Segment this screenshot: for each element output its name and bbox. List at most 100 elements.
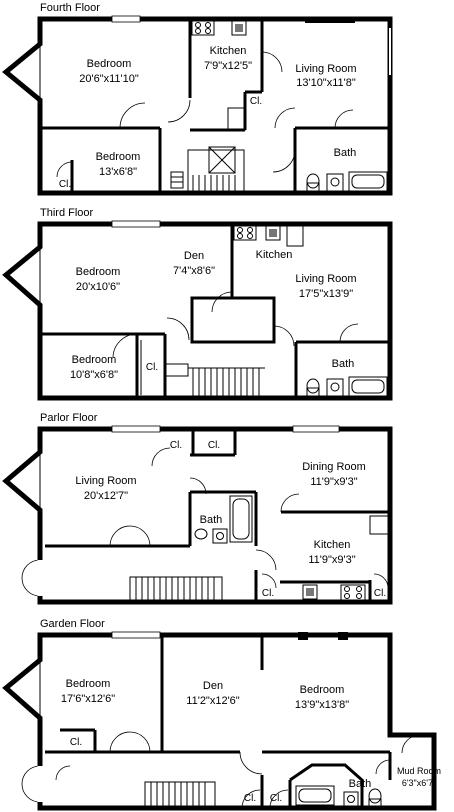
floor-title: Fourth Floor xyxy=(40,2,100,14)
door xyxy=(334,109,354,129)
room-name: Mud Room xyxy=(397,766,441,776)
door xyxy=(255,549,277,571)
room-name: Bedroom xyxy=(66,678,111,690)
sink-icon xyxy=(265,225,281,241)
room-dims: 17'6"x12'6" xyxy=(61,693,115,705)
entry-door xyxy=(21,577,41,597)
room-name: Kitchen xyxy=(210,45,247,57)
room-dims: 17'5"x13'9" xyxy=(299,288,353,300)
window xyxy=(111,425,161,433)
room-dims: 10'8"x6'8" xyxy=(70,369,118,381)
door xyxy=(274,107,296,129)
closet-label: Cl. xyxy=(146,362,158,373)
stair-treads xyxy=(192,175,236,193)
closet-label: Cl. xyxy=(244,793,256,804)
room-name: Bath xyxy=(332,358,355,370)
sink-icon xyxy=(326,173,344,192)
stairs xyxy=(187,149,245,194)
room-name: Bath xyxy=(334,147,357,159)
door xyxy=(189,477,207,495)
stove-icon xyxy=(340,584,366,601)
closet-label: Cl. xyxy=(170,440,182,451)
exterior-wall xyxy=(2,16,393,196)
door xyxy=(280,493,300,513)
closet-label: Cl. xyxy=(59,179,71,190)
closet-label: Cl. xyxy=(262,588,274,599)
room-dims: 7'4"x8'6" xyxy=(173,265,215,277)
room-name: Bedroom xyxy=(72,354,117,366)
door xyxy=(241,789,261,809)
bathtub-icon xyxy=(348,376,388,397)
room-name: Bath xyxy=(200,514,223,526)
sink-icon xyxy=(326,378,344,397)
entry-door xyxy=(21,765,41,785)
room-name: Bath xyxy=(349,778,372,790)
skylight xyxy=(208,146,236,174)
room-name: Kitchen xyxy=(256,249,293,261)
room-name: Bedroom xyxy=(87,58,132,70)
toilet-icon xyxy=(194,528,208,540)
sink-icon xyxy=(302,584,318,600)
closet-label: Cl. xyxy=(374,588,386,599)
door xyxy=(339,323,359,343)
door xyxy=(151,447,171,467)
exterior-wall xyxy=(2,221,393,401)
closet-label: Cl. xyxy=(250,96,262,107)
door xyxy=(375,759,391,775)
door xyxy=(211,291,233,313)
door xyxy=(56,161,73,178)
room-name: Den xyxy=(203,680,223,692)
room-dims: 11'2"x12'6" xyxy=(186,695,239,707)
room-dims: 6'3"x6'7" xyxy=(402,778,436,788)
door xyxy=(269,789,289,809)
room-name: Bedroom xyxy=(76,266,121,278)
entry-door xyxy=(21,783,41,803)
stairwell xyxy=(190,296,276,344)
stove-icon xyxy=(191,20,215,36)
room-dims: 20'6"x11'10" xyxy=(79,73,139,85)
sink-icon xyxy=(231,20,247,36)
window xyxy=(111,631,161,639)
door xyxy=(273,325,295,347)
column xyxy=(298,632,308,640)
room-name: Bedroom xyxy=(300,684,345,696)
column xyxy=(338,632,348,640)
door xyxy=(239,751,263,775)
room-name: Bedroom xyxy=(96,151,141,163)
door xyxy=(401,734,421,754)
stair-rail xyxy=(170,171,184,189)
stair-treads xyxy=(144,781,216,809)
door xyxy=(373,573,389,589)
third-floor: Third Floor xyxy=(2,207,393,401)
floor-title: Parlor Floor xyxy=(40,412,98,424)
floor-title: Third Floor xyxy=(40,207,94,219)
room-name: Living Room xyxy=(295,273,356,285)
exterior-wall xyxy=(2,632,437,811)
room-name: Dining Room xyxy=(302,461,366,473)
closet-label: Cl. xyxy=(70,737,82,748)
fridge-icon xyxy=(369,515,389,535)
room-name: Den xyxy=(184,250,204,262)
bathtub-icon xyxy=(348,171,388,192)
window xyxy=(292,425,340,433)
room-name: Living Room xyxy=(295,63,356,75)
wall xyxy=(289,763,364,808)
door xyxy=(166,317,190,341)
toilet-icon xyxy=(306,378,320,394)
room-dims: 11'9"x9'3" xyxy=(308,554,355,566)
door xyxy=(112,333,138,359)
door xyxy=(129,525,151,547)
closet-label: Cl. xyxy=(208,440,220,451)
stair-landing xyxy=(165,363,189,377)
door xyxy=(109,731,131,753)
parlor-floor: Parlor Floor xyxy=(2,412,393,605)
sink-icon xyxy=(212,528,228,544)
bathtub-icon xyxy=(295,785,335,806)
door xyxy=(119,102,146,129)
room-dims: 13'10"x11'8" xyxy=(296,77,356,89)
door xyxy=(167,99,191,123)
room-dims: 13'x6'8" xyxy=(99,166,137,178)
room-name: Kitchen xyxy=(314,539,351,551)
bathtub-icon xyxy=(229,495,253,543)
